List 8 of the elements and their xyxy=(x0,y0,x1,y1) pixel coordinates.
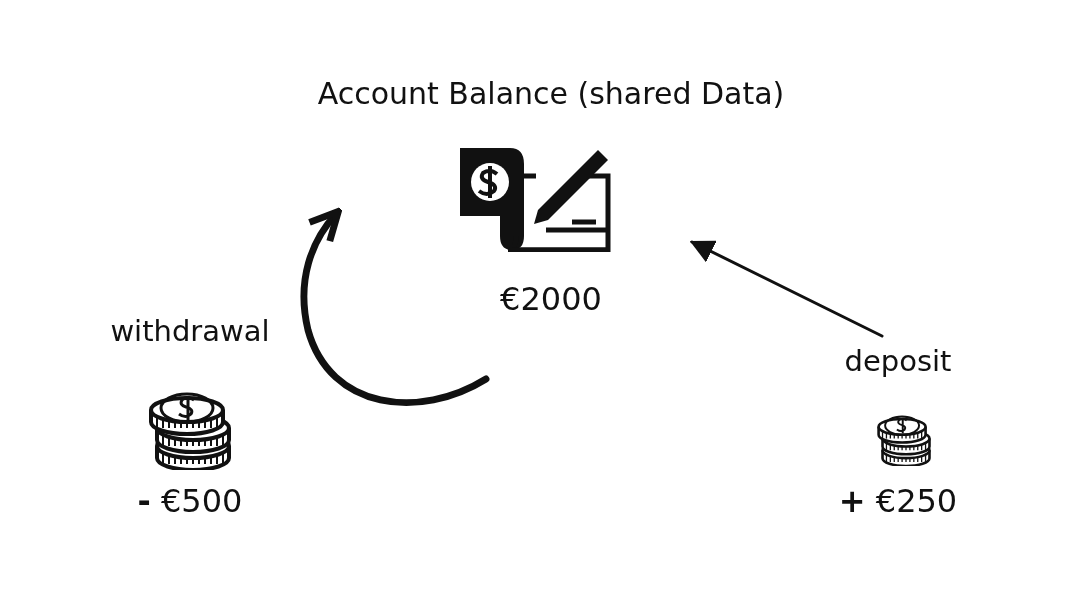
node-title: Account Balance (shared Data) xyxy=(316,76,786,111)
amount-text: + €250 xyxy=(837,482,959,520)
amount-text: - €500 xyxy=(136,482,244,520)
node-title: deposit xyxy=(843,344,953,378)
arrow xyxy=(689,240,884,338)
amount-text: €2000 xyxy=(499,280,603,318)
node-title: withdrawal xyxy=(109,314,271,348)
arrow xyxy=(300,207,490,406)
